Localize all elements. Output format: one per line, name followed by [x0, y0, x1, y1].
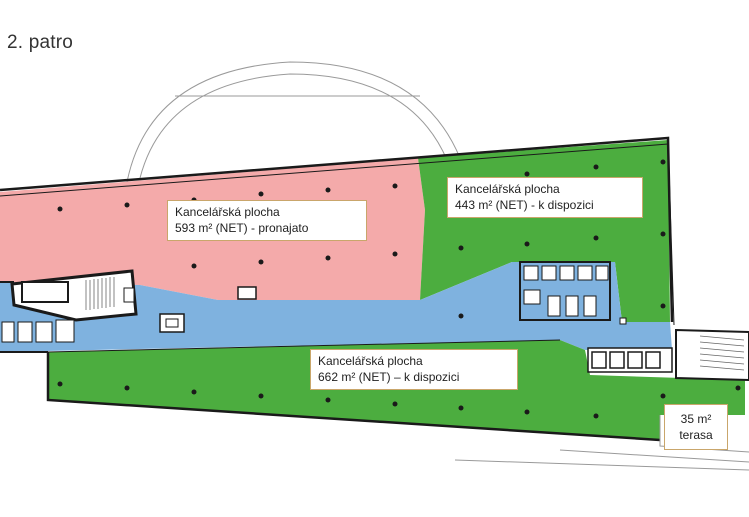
stair-core-east: [675, 328, 749, 382]
area-label-leased: Kancelářská plocha 593 m² (NET) - pronaj…: [167, 200, 367, 241]
restrooms-east: [519, 261, 627, 325]
lift-core: [159, 313, 185, 333]
terrace: [454, 415, 749, 471]
area-size: 662 m² (NET) – k dispozici: [318, 370, 460, 384]
area-name: Kancelářská plocha: [455, 182, 560, 196]
area-label-terrace: 35 m² terasa: [664, 404, 728, 450]
atrium-arc: [126, 61, 461, 183]
area-name: Kancelářská plocha: [175, 205, 280, 219]
area-size: 443 m² (NET) - k dispozici: [455, 198, 594, 212]
area-label-available-east: Kancelářská plocha 443 m² (NET) - k disp…: [447, 177, 643, 218]
area-size: 593 m² (NET) - pronajato: [175, 221, 309, 235]
area-name: Kancelářská plocha: [318, 354, 423, 368]
utility-rooms-east: [587, 347, 673, 373]
structural-columns: [57, 159, 741, 419]
area-label-available-south: Kancelářská plocha 662 m² (NET) – k disp…: [310, 349, 518, 390]
floor-title: 2. patro: [7, 32, 74, 53]
area-name: terasa: [679, 428, 713, 442]
stair-core-west: [10, 269, 138, 322]
building-walls: [0, 136, 675, 442]
available-area-south[interactable]: [48, 340, 745, 440]
shaft: [237, 286, 257, 300]
restrooms-west: [1, 319, 75, 343]
area-size: 35 m²: [680, 412, 712, 426]
